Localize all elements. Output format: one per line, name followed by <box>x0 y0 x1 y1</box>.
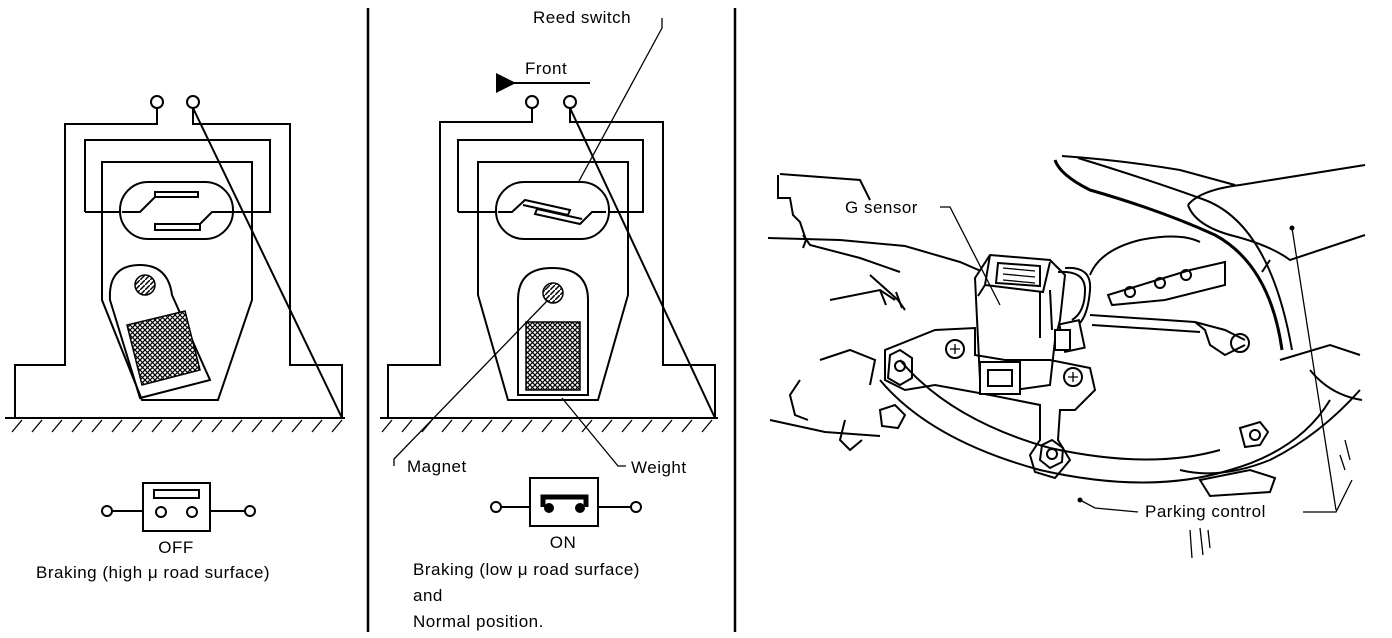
reed-switch-label: Reed switch <box>533 8 631 27</box>
weight <box>525 321 581 391</box>
off-caption: Braking (high μ road surface) <box>36 563 270 582</box>
weight-label: Weight <box>631 458 687 477</box>
weight <box>126 310 201 386</box>
g-sensor-installation-illustration <box>767 155 1366 559</box>
magnet-label: Magnet <box>407 457 467 476</box>
parking-control-label: Parking control <box>1145 502 1266 521</box>
on-caption-line2: and <box>413 586 443 605</box>
sensor-off-diagram <box>5 95 345 532</box>
magnet <box>134 274 156 296</box>
front-label: Front <box>525 59 567 78</box>
on-state-label: ON <box>550 533 577 552</box>
g-sensor-label: G sensor <box>845 198 918 217</box>
on-caption-line3: Normal position. <box>413 612 544 631</box>
sensor-on-diagram <box>380 18 718 527</box>
magnet <box>542 282 564 304</box>
off-state-label: OFF <box>158 538 194 557</box>
on-caption-line1: Braking (low μ road surface) <box>413 560 640 579</box>
